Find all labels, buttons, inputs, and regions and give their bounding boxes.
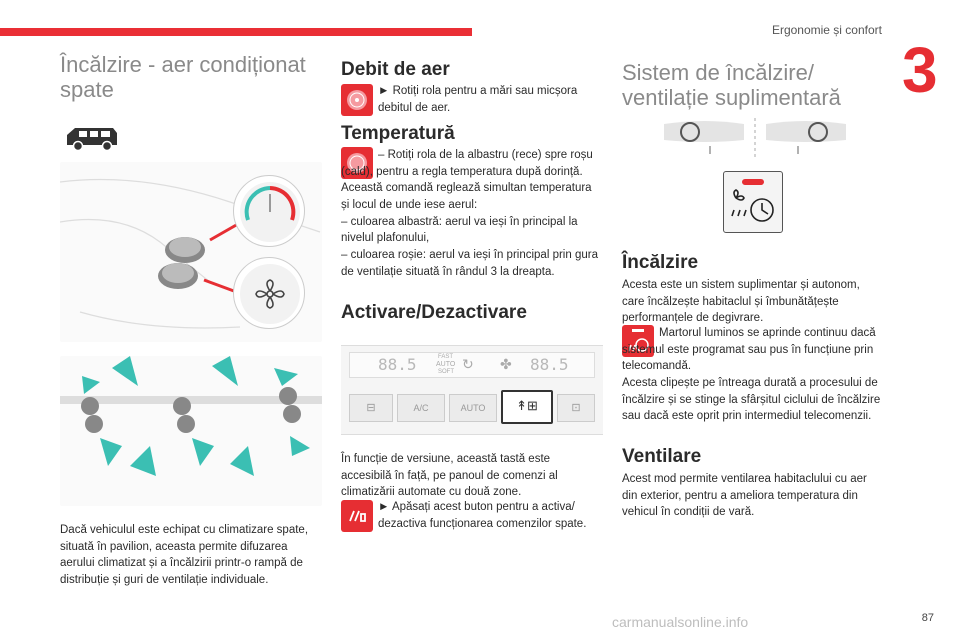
ventilation-heading: Ventilare xyxy=(622,446,702,467)
watermark: carmanualsonline.info xyxy=(612,614,749,630)
airflow-heading: Debit de aer xyxy=(341,59,450,80)
display-temp-left: 88.5 xyxy=(378,355,417,374)
temperature-dial-zoom xyxy=(233,175,305,247)
rear-climate-title: Încălzire - aer condiționat spate xyxy=(60,52,306,103)
top-accent-bar xyxy=(0,28,472,36)
display-soft: SOFT xyxy=(438,369,454,375)
rear-climate-description: Dacă vehiculul este echipat cu climatiza… xyxy=(60,524,309,587)
fan-dial-zoom xyxy=(233,257,305,329)
airflow-instruction: ► Rotiți rola pentru a mări sau micșora … xyxy=(378,85,578,114)
heating-heading: Încălzire xyxy=(622,252,699,273)
aux-heater-title: Sistem de încălzire/ ventilație suplimen… xyxy=(622,60,841,111)
page-number: 87 xyxy=(921,612,934,624)
heater-indicator-icon xyxy=(622,325,654,357)
heater-indicator-text: Martorul luminos se aprinde continuu dac… xyxy=(622,327,881,423)
climate-control-panel: 88.5 FAST AUTO SOFT ↻ ✤ 88.5 ⊟ A/C AUTO … xyxy=(341,345,603,435)
activation-availability: În funcție de versiune, această tastă es… xyxy=(341,453,558,499)
temperature-control-icon xyxy=(341,147,373,179)
recirculation-icon: ↻ xyxy=(462,356,474,372)
display-auto: AUTO xyxy=(436,361,456,368)
steering-wheel-location-icon xyxy=(664,118,846,160)
activation-heading: Activare/Dezactivare xyxy=(341,302,527,323)
heater-indicator-led xyxy=(742,179,764,185)
ac-button[interactable]: A/C xyxy=(397,394,445,422)
heating-description: Acesta este un sistem suplimentar și aut… xyxy=(622,279,860,325)
display-temp-right: 88.5 xyxy=(530,355,569,374)
heater-control-icon xyxy=(723,171,783,233)
chapter-number: 3 xyxy=(902,34,938,106)
column-rear-climate: Încălzire - aer condiționat spate xyxy=(60,52,322,103)
rear-climate-button[interactable]: ↟⊞ xyxy=(501,390,553,424)
rear-defrost-button[interactable]: ⊡ xyxy=(557,394,595,422)
temperature-heading: Temperatură xyxy=(341,123,455,144)
display-fast: FAST xyxy=(438,354,454,360)
defrost-button[interactable]: ⊟ xyxy=(349,394,393,422)
activation-instruction: ► Apăsați acest buton pentru a activa/ d… xyxy=(378,501,587,530)
panel-buttons: ⊟ A/C AUTO ↟⊞ ⊡ xyxy=(349,390,595,424)
auto-button[interactable]: AUTO xyxy=(449,394,497,422)
fan-display-icon: ✤ xyxy=(500,356,512,372)
section-title: Ergonomie și confort xyxy=(771,23,882,37)
fan-control-icon xyxy=(341,84,373,116)
temperature-instructions: – Rotiți rola de la albastru (rece) spre… xyxy=(341,149,598,278)
van-icon xyxy=(67,128,117,152)
airflow-illustration xyxy=(60,356,322,506)
rear-climate-key-icon xyxy=(341,500,373,532)
ventilation-description: Acest mod permite ventilarea habitaclulu… xyxy=(622,473,867,519)
panel-display: 88.5 FAST AUTO SOFT ↻ ✤ 88.5 xyxy=(349,352,595,378)
